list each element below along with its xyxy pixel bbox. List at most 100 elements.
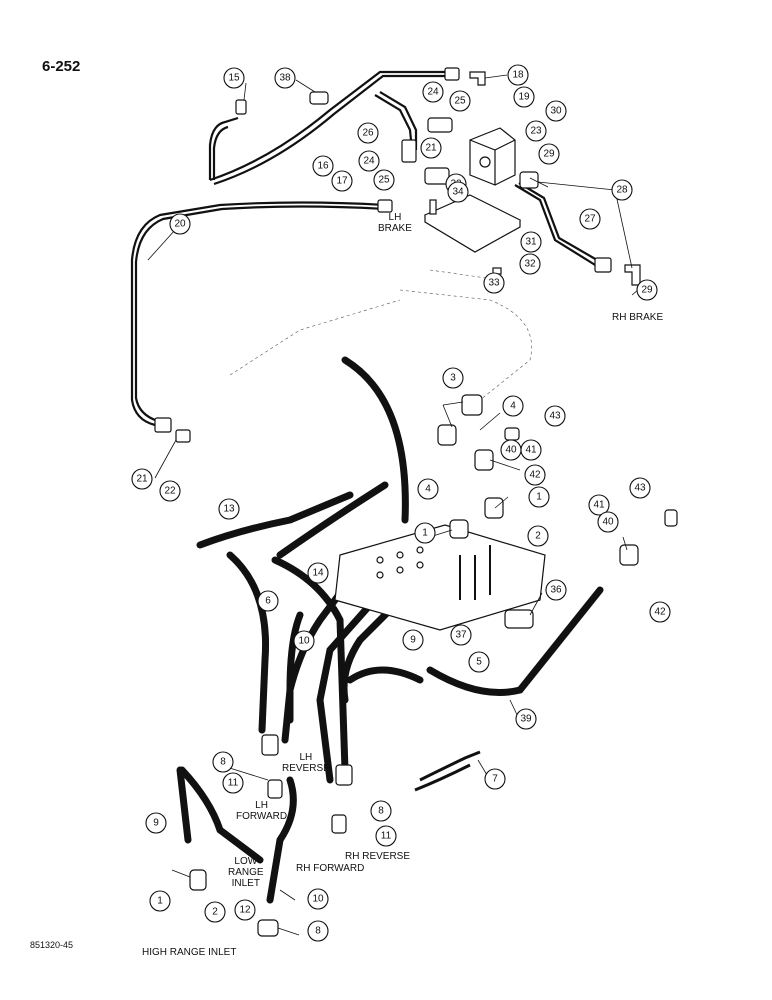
svg-text:8: 8 [220,757,226,768]
callout-24a: 24 [422,81,444,103]
svg-text:28: 28 [616,185,628,196]
callout-4a: 4 [502,395,524,417]
svg-text:25: 25 [454,96,466,107]
callout-29a: 29 [538,143,560,165]
svg-text:11: 11 [228,778,239,789]
svg-text:22: 22 [164,486,176,497]
svg-text:1: 1 [422,528,428,539]
callout-15: 15 [223,67,245,89]
svg-text:41: 41 [525,445,537,456]
callout-8a: 11 [222,772,244,794]
callout-6: 6 [257,590,279,612]
svg-text:24: 24 [427,87,439,98]
svg-text:4: 4 [425,484,431,495]
callout-14: 14 [307,562,329,584]
callout-11: 8 [307,920,329,942]
callout-10a: 10 [293,630,315,652]
hose-39 [414,750,481,792]
svg-text:9: 9 [153,818,159,829]
svg-text:16: 16 [317,161,329,172]
callout-39: 7 [484,768,506,790]
callout-3: 3 [442,367,464,389]
svg-text:33: 33 [488,278,500,289]
svg-text:5: 5 [476,657,482,668]
callout-21b: 21 [131,468,153,490]
callout-21a: 21 [420,137,442,159]
callout-30: 30 [545,100,567,122]
callout-10b: 10 [307,888,329,910]
svg-text:11: 11 [381,831,392,842]
callout-42b: 42 [649,601,671,623]
callout-9a: 9 [402,629,424,651]
svg-text:40: 40 [505,445,517,456]
svg-text:43: 43 [634,483,646,494]
callout-28: 28 [611,179,633,201]
label-lh-reverse: LH REVERSE [282,752,330,774]
callout-1b: 1 [414,522,436,544]
callout-26: 26 [357,122,379,144]
svg-text:2: 2 [535,531,541,542]
callout-7b: 8 [370,800,392,822]
svg-text:26: 26 [362,128,374,139]
callout-9b: 9 [145,812,167,834]
callout-25b: 25 [373,169,395,191]
svg-text:20: 20 [174,219,186,230]
callout-42a: 42 [524,464,546,486]
fittings [154,67,641,443]
svg-text:18: 18 [512,70,524,81]
svg-text:38: 38 [279,73,291,84]
callout-4b: 4 [417,478,439,500]
svg-text:30: 30 [550,106,562,117]
svg-text:17: 17 [336,176,348,187]
svg-text:24: 24 [363,156,375,167]
label-low-range-inlet: LOW RANGE INLET [228,856,264,889]
leader-lines [147,74,639,936]
svg-text:1: 1 [536,492,542,503]
svg-text:34: 34 [452,187,464,198]
callouts: 15 38 18 19 30 24 25 26 23 21 29 24 22 1… [131,64,671,942]
callout-2a: 2 [527,525,549,547]
callout-16: 16 [312,155,334,177]
callout-35: 36 [545,579,567,601]
callout-17: 17 [331,170,353,192]
housing-outline [229,269,532,401]
callout-43a: 43 [544,405,566,427]
svg-text:42: 42 [529,470,541,481]
callout-12: 12 [234,899,256,921]
svg-text:6: 6 [265,596,271,607]
callout-41a: 41 [520,439,542,461]
svg-text:13: 13 [223,504,235,515]
svg-text:40: 40 [602,517,614,528]
svg-text:41: 41 [593,500,605,511]
svg-text:43: 43 [549,411,561,422]
svg-text:1: 1 [157,896,163,907]
svg-text:39: 39 [520,714,532,725]
callout-24b: 24 [358,150,380,172]
callout-1c: 1 [149,890,171,912]
callout-34: 34 [447,181,469,203]
label-high-range-inlet: HIGH RANGE INLET [142,947,237,958]
svg-text:27: 27 [584,214,596,225]
svg-text:9: 9 [410,635,416,646]
svg-text:4: 4 [510,401,516,412]
callout-20: 20 [169,213,191,235]
svg-text:8: 8 [378,806,384,817]
page-number: 6-252 [42,58,81,75]
svg-text:12: 12 [239,905,251,916]
label-lh-forward: LH FORWARD [236,800,288,822]
callout-32: 32 [519,253,541,275]
callout-41b: 41 [588,494,610,516]
callout-19: 19 [513,86,535,108]
callout-13: 13 [218,498,240,520]
svg-text:14: 14 [312,568,324,579]
svg-text:3: 3 [450,373,456,384]
callout-25a: 25 [449,90,471,112]
callout-31: 31 [520,231,542,253]
svg-text:7: 7 [492,774,498,785]
label-rh-reverse: RH REVERSE [345,851,411,862]
svg-text:10: 10 [312,894,324,905]
callout-7a: 8 [212,751,234,773]
label-rh-forward: RH FORWARD [296,863,365,874]
callout-27: 27 [579,208,601,230]
